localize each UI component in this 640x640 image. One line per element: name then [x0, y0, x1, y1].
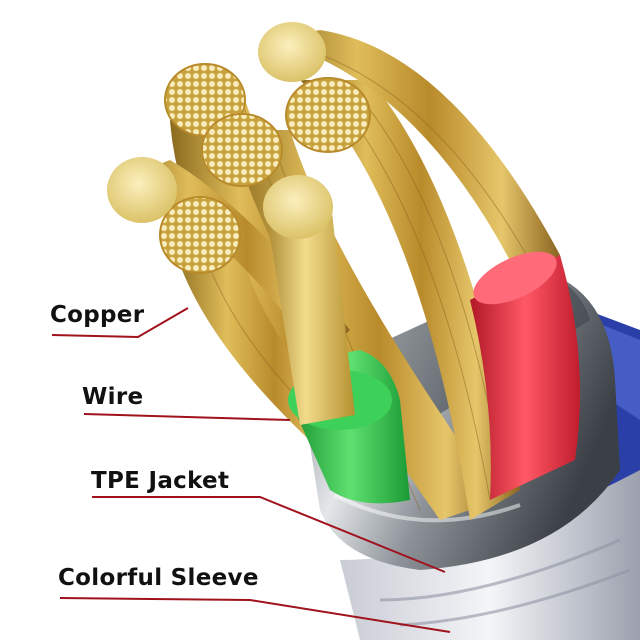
tpe-jacket-label: TPE Jacket: [91, 468, 230, 494]
leader-line-sleeve: [59, 597, 451, 633]
wire-label: Wire: [82, 384, 144, 410]
leader-line-copper: [51, 307, 189, 339]
strand-ends: [107, 22, 371, 274]
red-insulated-core: [470, 251, 580, 500]
copper-label: Copper: [50, 302, 145, 328]
colorful-sleeve-label: Colorful Sleeve: [58, 565, 259, 591]
leader-lines: [51, 307, 451, 633]
leader-line-wire: [83, 413, 291, 421]
solid-copper-rod: [263, 175, 355, 425]
leader-line-tpe: [92, 496, 446, 573]
